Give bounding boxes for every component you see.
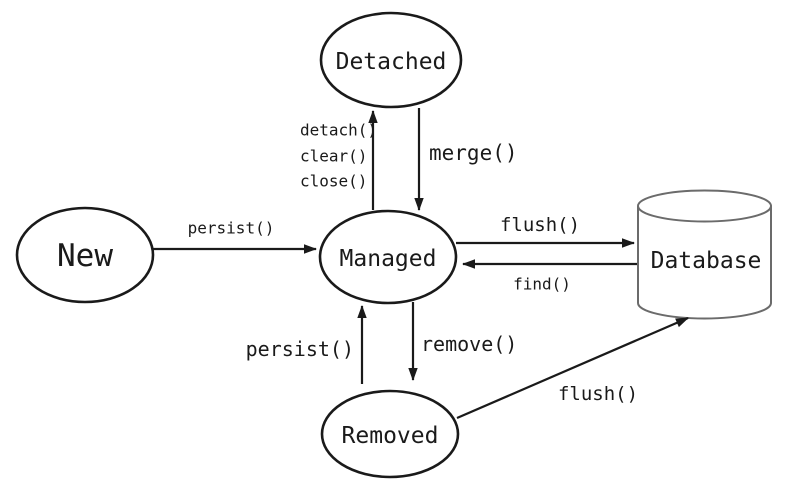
transition-label-flush-top: flush() [500, 214, 580, 236]
transition-label-clear: clear() [300, 147, 367, 166]
state-ellipse-new [15, 206, 155, 304]
transition-label-close: close() [300, 172, 367, 191]
state-managed: Managed [318, 209, 458, 305]
transitions: persist() detach() clear() close() merge… [153, 108, 689, 420]
transition-label-merge: merge() [429, 141, 518, 165]
state-detached: Detached [319, 11, 463, 109]
state-label-new: New [57, 238, 113, 274]
transition-label-remove: remove() [421, 332, 517, 356]
state-label-database: Database [651, 248, 762, 274]
state-label-managed: Managed [340, 246, 437, 272]
state-new: New [15, 206, 155, 304]
states: New Detached Managed Removed [15, 11, 463, 479]
transition-label-find: find() [513, 275, 571, 294]
transition-label-persist-removed: persist() [246, 337, 354, 361]
transition-label-detach: detach() [300, 121, 377, 140]
state-ellipse-detached [319, 11, 463, 109]
state-ellipse-managed [318, 209, 458, 305]
state-database: Database [637, 189, 772, 320]
state-label-removed: Removed [342, 423, 439, 449]
state-label-detached: Detached [336, 49, 447, 75]
transition-label-flush-diagonal: flush() [558, 383, 638, 405]
transition-label-persist-new: persist() [188, 219, 275, 238]
database-cylinder-top [637, 189, 772, 223]
state-ellipse-removed [320, 389, 460, 479]
state-removed: Removed [320, 389, 460, 479]
database-cylinder-body [637, 206, 772, 320]
transition-arrow-removed-to-database [456, 316, 689, 420]
